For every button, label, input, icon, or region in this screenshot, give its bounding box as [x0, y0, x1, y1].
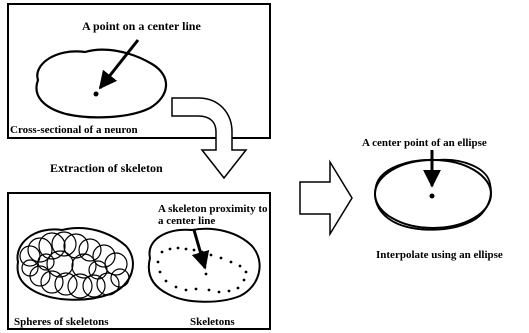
bottom-panel-frame	[7, 192, 271, 330]
right-hollow-arrow	[299, 159, 353, 237]
skeleton-extraction-step-label: Extraction of skeleton	[50, 161, 163, 175]
spheres-of-skeletons-caption: Spheres of skeletons	[14, 316, 109, 328]
top-panel: A point on a center line Cross-sectional…	[7, 3, 271, 139]
center-line-point	[93, 91, 99, 97]
ellipse-result: A center point of an ellipse Interpolate…	[362, 137, 503, 261]
center-line-point-label: A point on a center line	[82, 19, 201, 33]
skeletons-neuron-outline	[147, 227, 261, 303]
neuron-outline-overlay	[374, 158, 492, 231]
neuron-cross-section-outline	[35, 48, 168, 119]
skeletons-caption: Skeletons	[190, 316, 235, 328]
center-line-pointer-arrow	[98, 39, 140, 90]
skeleton-proximity-arrow	[191, 229, 210, 270]
neuron-cross-section-caption: Cross-sectional of a neuron	[10, 124, 138, 136]
curved-down-arrow	[171, 97, 248, 180]
skeleton-proximity-label-line2: a center line	[158, 215, 215, 227]
ellipse-center-point	[429, 193, 435, 199]
skeleton-spheres-cluster	[16, 226, 134, 301]
bottom-panel: A skeleton proximity to a center line Sp…	[7, 192, 271, 330]
spheres-neuron-outline	[16, 226, 134, 301]
ellipse-center-point-label: A center point of an ellipse	[362, 137, 487, 149]
ellipse-interpolation-caption: Interpolate using an ellipse	[376, 249, 503, 261]
top-panel-frame	[7, 3, 271, 139]
skeleton-proximity-label-line1: A skeleton proximity to	[158, 203, 268, 215]
